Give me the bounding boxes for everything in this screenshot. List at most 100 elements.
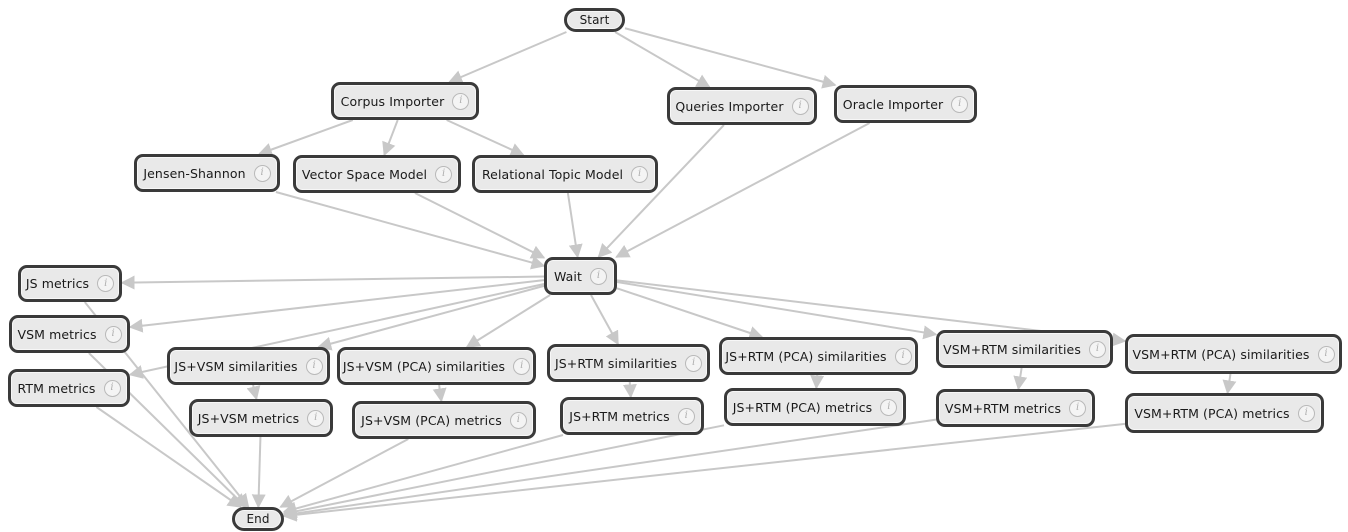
js-vsm-metrics-label: JS+VSM metrics [197,410,300,426]
vsm-rtm-similarities-label: VSM+RTM similarities [943,341,1081,357]
wait-node[interactable]: Wait i [544,257,617,295]
edge-wait-to-jsrtmpcas [616,287,764,340]
edge-wait-to-vsmm [128,279,545,333]
js-rtm-similarities-label: JS+RTM similarities [554,355,678,371]
edge-vsmrtmpcam-to-end [282,422,1126,522]
end-node-label: End [246,512,270,526]
edge-jsvsmm-to-end [251,436,266,509]
edge-jsvsmpcas-to-jsvsmpcam [432,384,447,403]
info-icon[interactable]: i [305,357,323,375]
queries-importer-label: Queries Importer [675,98,784,114]
info-icon[interactable]: i [880,398,898,416]
corpus-importer-label: Corpus Importer [340,93,445,109]
js-rtm-pca-similarities-node[interactable]: JS+RTM (PCA) similarities i [719,337,918,375]
edge-wait-to-jsrtms [590,294,619,346]
info-icon[interactable]: i [452,92,470,110]
vsm-rtm-pca-similarities-node[interactable]: VSM+RTM (PCA) similarities i [1125,334,1342,374]
info-icon[interactable]: i [97,275,115,292]
js-vsm-pca-similarities-node[interactable]: JS+VSM (PCA) similarities i [337,347,536,385]
edge-vsmrtmm-to-end [282,418,937,521]
edge-jsvsmpcam-to-end [279,438,409,508]
edge-wait-to-jsm [120,275,545,290]
vector-space-model-label: Vector Space Model [301,166,428,182]
vsm-rtm-pca-metrics-label: VSM+RTM (PCA) metrics [1134,405,1290,421]
info-icon[interactable]: i [685,354,703,372]
edge-wait-to-jsvsms [317,284,545,351]
info-icon[interactable]: i [103,379,121,397]
js-vsm-similarities-label: JS+VSM similarities [174,358,298,374]
info-icon[interactable]: i [1088,340,1106,358]
edge-jsrtmm-to-end [282,434,564,516]
vsm-metrics-node[interactable]: VSM metrics i [9,315,130,353]
info-icon[interactable]: i [1297,404,1315,422]
end-node[interactable]: End [232,507,284,531]
relational-topic-model-label: Relational Topic Model [481,166,624,182]
edge-jsrtms-to-jsrtmm [622,381,637,399]
js-rtm-pca-metrics-label: JS+RTM (PCA) metrics [732,399,873,415]
js-vsm-pca-metrics-label: JS+VSM (PCA) metrics [361,412,502,428]
js-rtm-similarities-node[interactable]: JS+RTM similarities i [547,344,710,382]
info-icon[interactable]: i [307,409,325,427]
vsm-rtm-pca-similarities-label: VSM+RTM (PCA) similarities [1132,346,1310,362]
edge-corpus-to-vsm [382,119,399,157]
start-node-label: Start [579,13,610,27]
js-rtm-pca-metrics-node[interactable]: JS+RTM (PCA) metrics i [724,388,906,426]
edge-oracle-to-wait [615,122,871,258]
edge-js-to-wait [275,191,546,270]
info-icon[interactable]: i [1317,345,1335,363]
js-vsm-pca-metrics-node[interactable]: JS+VSM (PCA) metrics i [352,401,536,439]
info-icon[interactable]: i [509,411,527,429]
edge-jsvsms-to-jsvsmm [246,384,261,401]
js-metrics-label: JS metrics [25,276,90,291]
rtm-metrics-label: RTM metrics [17,380,96,396]
edge-wait-to-jsvsmpcas [465,294,551,348]
corpus-importer-node[interactable]: Corpus Importer i [331,82,479,120]
info-icon[interactable]: i [951,95,969,113]
info-icon[interactable]: i [253,164,271,182]
info-icon[interactable]: i [631,165,649,183]
edge-corpus-to-js [257,119,354,157]
edge-start-to-queries [614,31,711,88]
vsm-rtm-metrics-label: VSM+RTM metrics [944,400,1062,416]
jensen-shannon-label: Jensen-Shannon [143,165,246,181]
edge-vsmrtms-to-vsmrtmm [1013,367,1028,391]
vsm-rtm-similarities-node[interactable]: VSM+RTM similarities i [936,330,1113,368]
jensen-shannon-node[interactable]: Jensen-Shannon i [134,154,280,192]
rtm-metrics-node[interactable]: RTM metrics i [8,369,130,407]
edge-vsmrtmpcas-to-vsmrtmpcam [1222,373,1237,395]
js-vsm-metrics-node[interactable]: JS+VSM metrics i [189,399,333,437]
js-vsm-pca-similarities-label: JS+VSM (PCA) similarities [342,358,506,374]
start-node[interactable]: Start [564,8,625,32]
edge-vsm-to-wait [414,192,546,259]
info-icon[interactable]: i [104,325,122,343]
relational-topic-model-node[interactable]: Relational Topic Model i [472,155,658,193]
edge-rtmm-to-end [95,406,242,508]
info-icon[interactable]: i [513,357,531,375]
info-icon[interactable]: i [791,97,809,115]
js-rtm-pca-similarities-label: JS+RTM (PCA) similarities [725,348,887,364]
js-metrics-node[interactable]: JS metrics i [18,265,122,302]
edge-start-to-oracle [624,27,837,89]
info-icon[interactable]: i [1069,399,1087,417]
info-icon[interactable]: i [435,165,453,183]
edge-rtm-to-wait [566,192,583,259]
vector-space-model-node[interactable]: Vector Space Model i [293,155,461,193]
edge-corpus-to-rtm [446,119,525,157]
vsm-rtm-metrics-node[interactable]: VSM+RTM metrics i [936,389,1095,427]
oracle-importer-node[interactable]: Oracle Importer i [834,85,977,123]
info-icon[interactable]: i [590,267,607,285]
info-icon[interactable]: i [677,407,695,425]
vsm-metrics-label: VSM metrics [17,326,97,342]
js-rtm-metrics-node[interactable]: JS+RTM metrics i [560,397,704,435]
js-rtm-metrics-label: JS+RTM metrics [569,408,670,424]
edge-jsrtmpcam-to-end [282,424,725,519]
queries-importer-node[interactable]: Queries Importer i [667,87,817,125]
edge-wait-to-vsmrtms [616,281,938,340]
info-icon[interactable]: i [894,347,912,365]
vsm-rtm-pca-metrics-node[interactable]: VSM+RTM (PCA) metrics i [1125,393,1324,433]
edge-queries-to-wait [597,124,725,259]
edge-start-to-corpus [448,31,567,84]
js-vsm-similarities-node[interactable]: JS+VSM similarities i [167,347,330,385]
